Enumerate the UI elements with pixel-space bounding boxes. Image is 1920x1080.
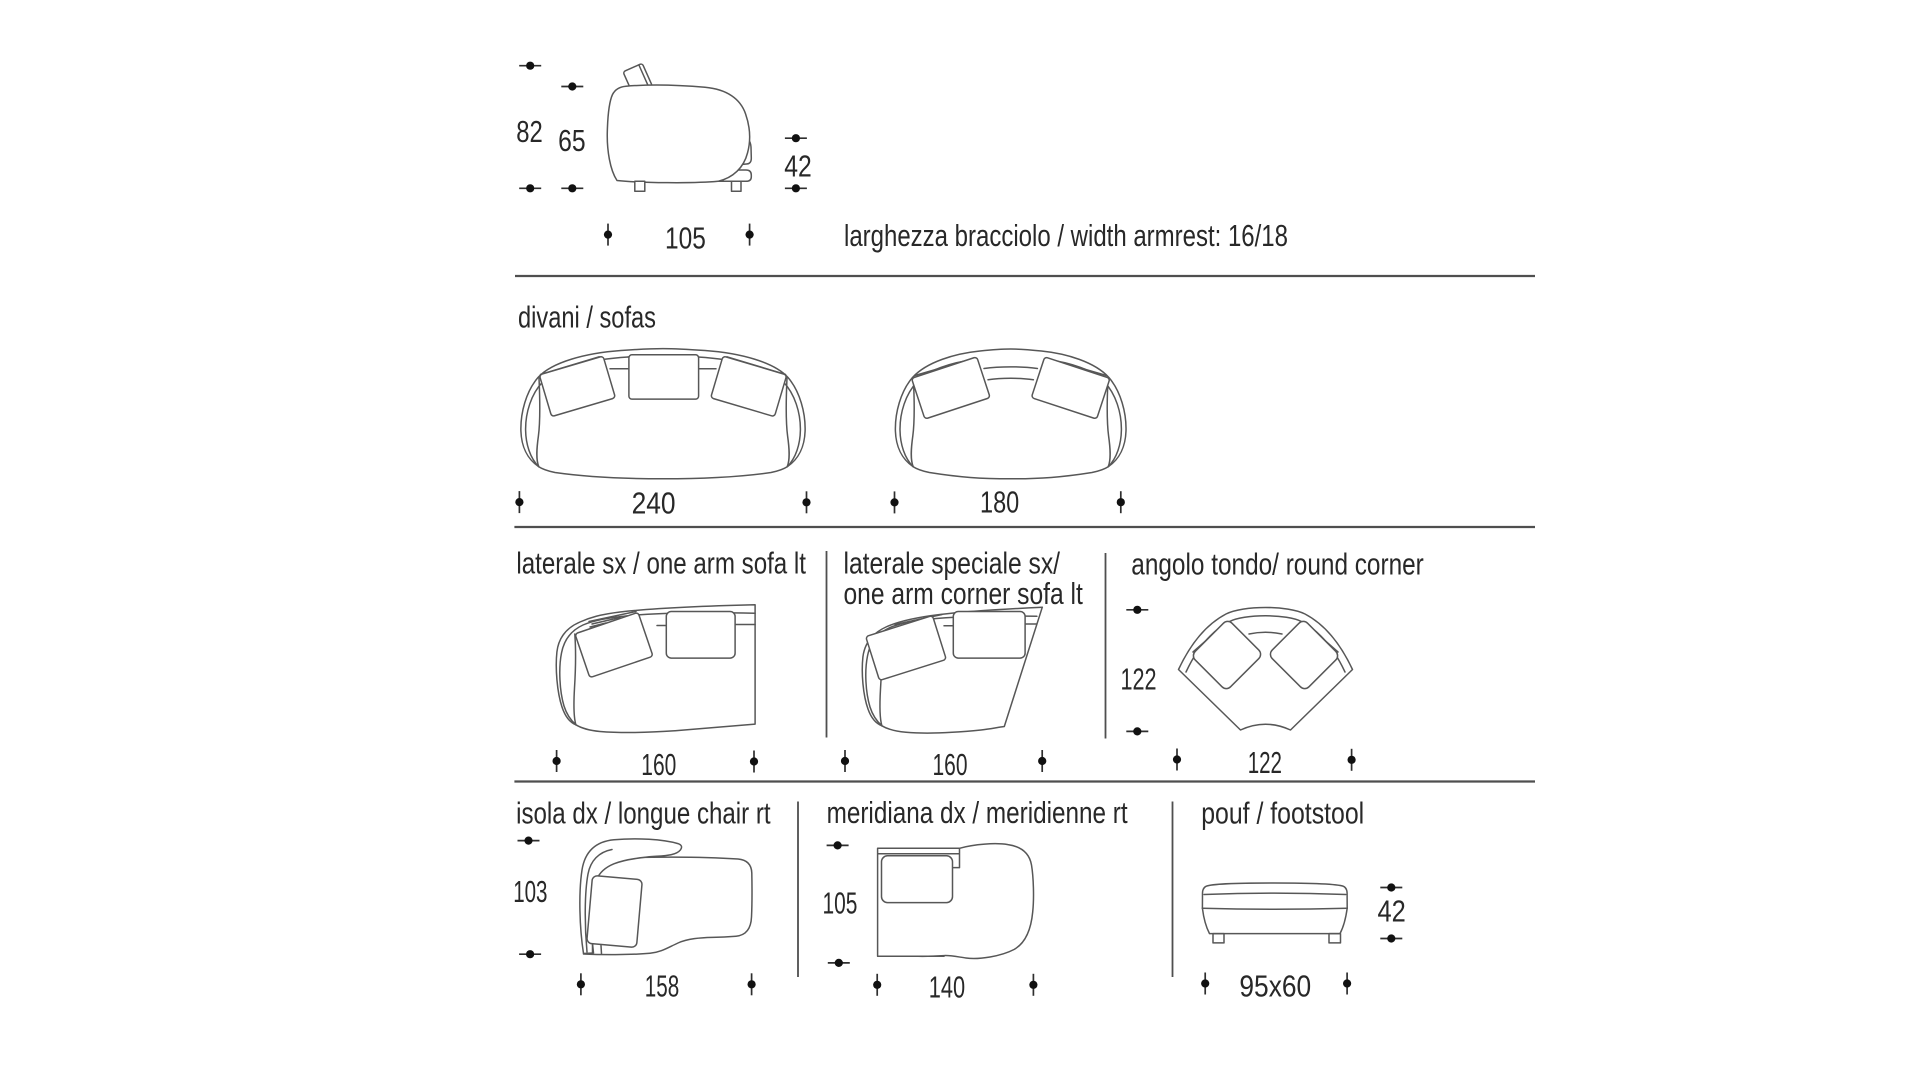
svg-text:laterale sx / one arm sofa lt: laterale sx / one arm sofa lt [516,546,806,581]
svg-text:isola dx / longue chair rt: isola dx / longue chair rt [516,795,771,830]
svg-text:103: 103 [513,874,547,909]
svg-text:pouf / footstool: pouf / footstool [1201,796,1364,831]
svg-text:one arm corner sofa lt: one arm corner sofa lt [844,576,1084,611]
svg-text:meridiana dx / meridienne rt: meridiana dx / meridienne rt [827,795,1128,830]
svg-text:divani / sofas: divani / sofas [518,300,656,335]
svg-text:65: 65 [558,123,586,158]
svg-text:82: 82 [516,114,543,149]
svg-text:95x60: 95x60 [1239,969,1311,1004]
svg-text:105: 105 [823,885,858,920]
svg-text:122: 122 [1121,661,1157,696]
svg-text:laterale speciale sx/: laterale speciale sx/ [844,546,1061,581]
svg-text:angolo tondo/ round corner: angolo tondo/ round corner [1131,546,1424,581]
svg-text:42: 42 [784,149,812,184]
svg-text:160: 160 [933,747,968,782]
svg-text:larghezza bracciolo / width ar: larghezza bracciolo / width armrest: 16/… [844,218,1288,253]
svg-text:180: 180 [980,485,1019,520]
svg-text:105: 105 [665,221,706,256]
svg-text:122: 122 [1248,745,1282,780]
svg-text:240: 240 [632,485,676,520]
svg-text:42: 42 [1378,894,1406,929]
svg-text:140: 140 [929,970,965,1005]
svg-text:160: 160 [641,747,676,782]
svg-text:158: 158 [645,969,679,1004]
